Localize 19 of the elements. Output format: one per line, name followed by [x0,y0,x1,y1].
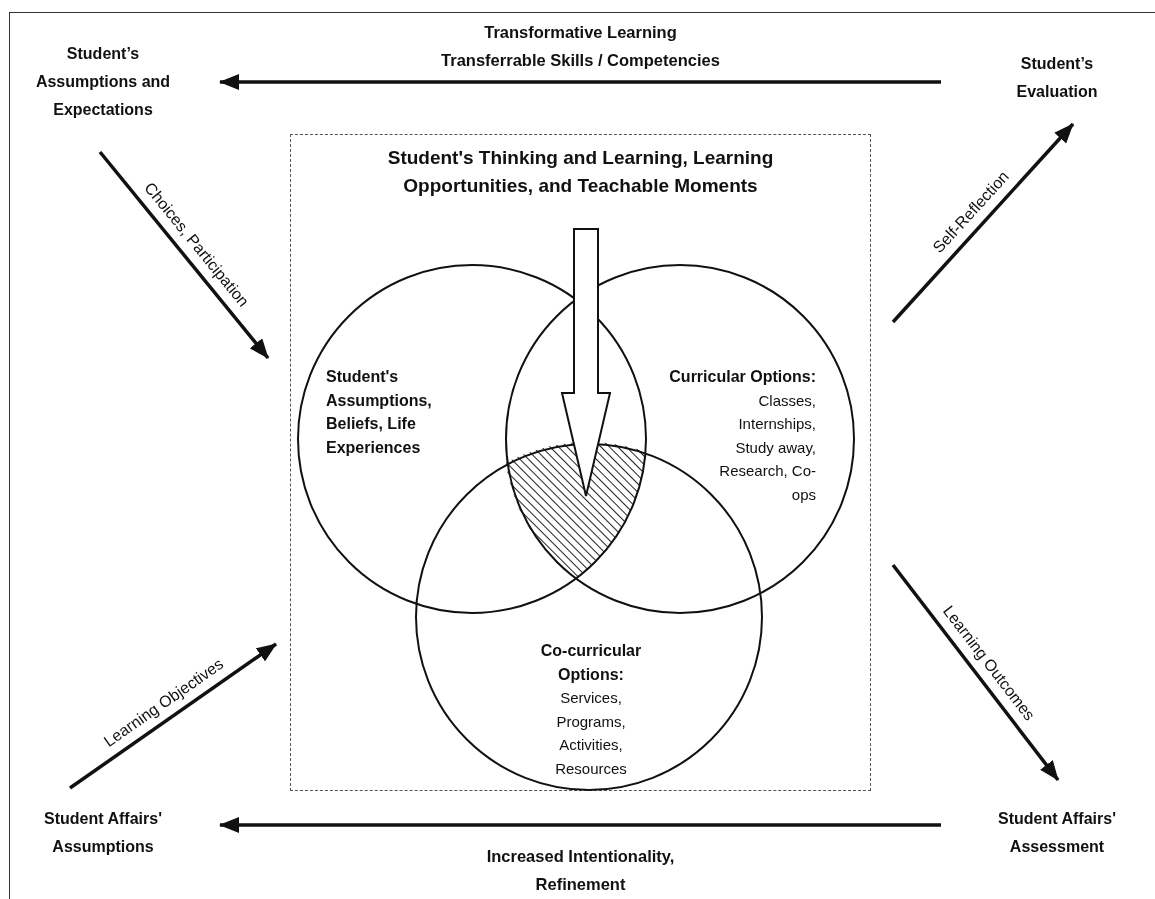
edge-label: Transformative Learning Transferrable Skills / Competencies [440,22,721,71]
frame-title: Student's Thinking and Learning, Learning Opportunities, and Teachable Moments [386,146,775,198]
node-label: Student’s Evaluation [1002,50,1112,106]
node-label: Student’s Assumptions and Expectations [28,40,178,124]
arrow [891,122,1075,324]
edge-label: Increased Intentionality, Refinement [485,846,676,895]
node-label: Student Affairs' Assumptions [18,805,188,861]
hollow-arrow [560,228,612,497]
arrow [69,642,277,790]
circle-text: Classes, Internships, Study away, Research, Co-ops [718,390,816,505]
arrow [219,74,941,90]
circle-heading: Co-curricular Options: [539,641,643,685]
arrow [98,150,270,360]
arrow [219,817,941,833]
node-label: Student Affairs' Assessment [972,805,1142,861]
circle-heading: Student's Assumptions, Beliefs, Life Experiences [326,367,433,458]
arrow [891,563,1060,782]
circle-text: Services, Programs, Activities, Resources [554,688,628,779]
circle-heading: Curricular Options: [668,367,816,387]
